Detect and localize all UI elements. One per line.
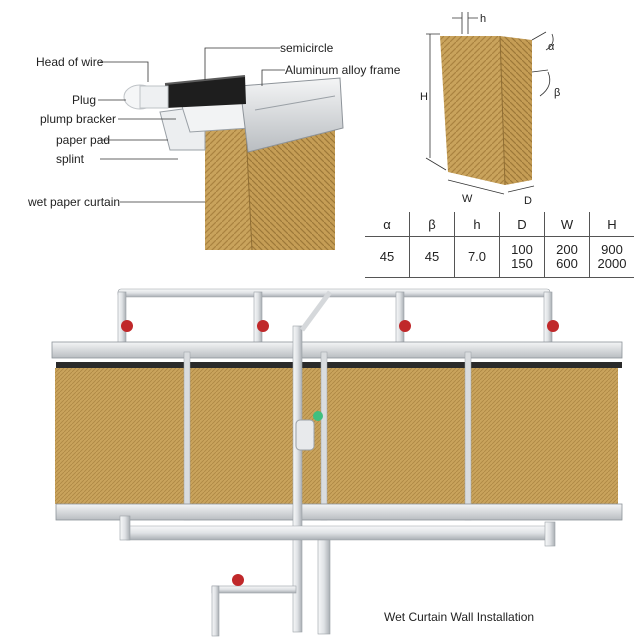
dim-W-label: W (462, 193, 473, 205)
spec-header-cell: W (544, 212, 590, 237)
label-plug: Plug (72, 93, 97, 107)
label-plump-bracker: plump bracker (40, 112, 117, 126)
aluminum-frame-part (239, 77, 344, 153)
label-semicircle: semicircle (280, 41, 334, 55)
spec-table-header: α β h D W H (365, 212, 634, 237)
pad-dimension-drawing (425, 12, 554, 195)
curtain-wall-installation (51, 288, 623, 637)
dim-beta-label: β (554, 87, 560, 99)
label-head-of-wire: Head of wire (36, 55, 104, 69)
installation-caption: Wet Curtain Wall Installation (384, 610, 535, 624)
label-splint: splint (56, 152, 85, 166)
dim-alpha-label: α (548, 41, 555, 53)
spec-header-cell: D (499, 212, 545, 237)
spec-cell: 45 (365, 236, 410, 278)
label-aluminum-frame: Aluminum alloy frame (285, 63, 401, 77)
spec-header-cell: α (365, 212, 410, 237)
spec-header-cell: H (589, 212, 634, 237)
supply-drops (117, 291, 559, 345)
dim-h-label: h (480, 13, 486, 25)
spec-cell: 7.0 (454, 236, 500, 278)
label-paper-pad: paper pad (56, 133, 111, 147)
dim-D-label: D (524, 195, 532, 207)
spec-cell: 45 (409, 236, 455, 278)
label-wet-paper-curtain: wet paper curtain (28, 195, 121, 209)
leader-lines (98, 47, 285, 203)
spec-header-cell: h (454, 212, 500, 237)
dim-H-label: H (420, 91, 428, 103)
semicircle-pipe (165, 76, 246, 108)
spec-header-cell: β (409, 212, 455, 237)
